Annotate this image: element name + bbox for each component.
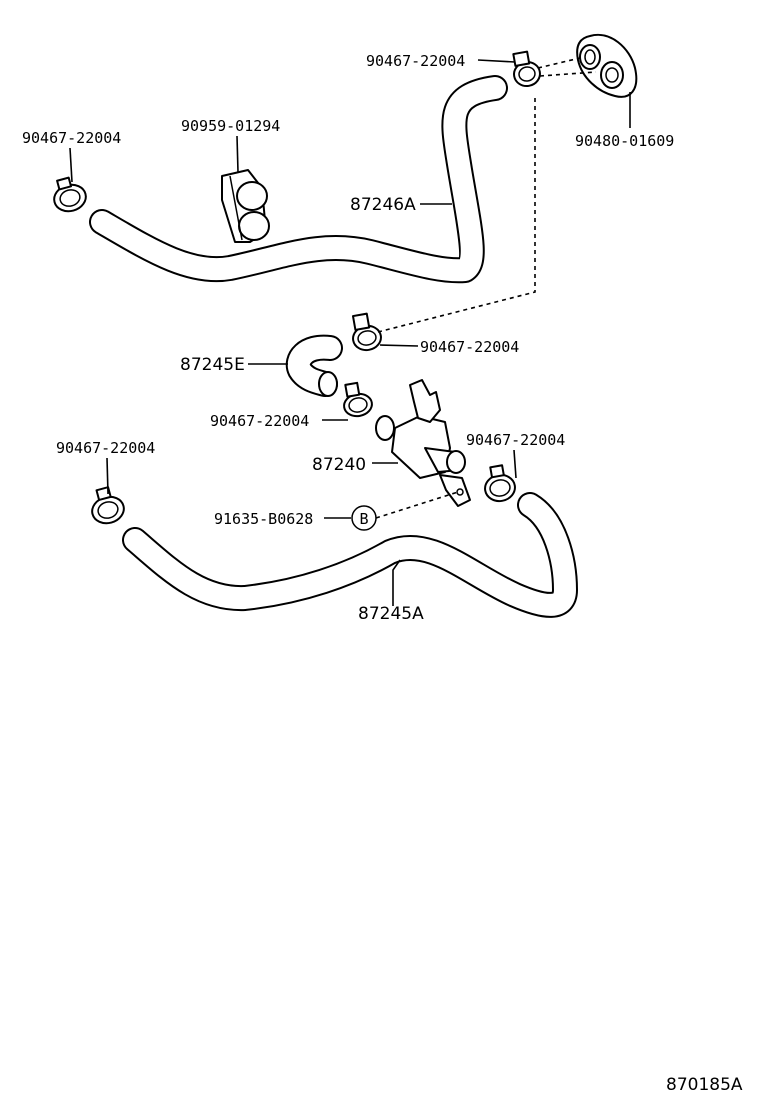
label-hose-short: 87245E — [180, 355, 245, 375]
label-clamp-mid-right: 90467-22004 — [420, 338, 519, 356]
clamp-top — [512, 50, 541, 88]
water-valve — [375, 379, 471, 507]
clamp-left-top — [53, 176, 87, 213]
label-grommet: 90480-01609 — [575, 132, 674, 150]
label-clamp-top: 90467-22004 — [366, 52, 465, 70]
dashed-lines — [375, 57, 597, 519]
leader-lines — [69, 59, 631, 606]
hose-87246a — [89, 75, 508, 284]
hose-87245e — [285, 334, 343, 397]
clamp-mid-right — [351, 312, 382, 352]
bolt-ref-circle: B — [351, 505, 377, 531]
label-valve: 87240 — [312, 455, 366, 475]
label-bolt: 91635-B0628 — [214, 510, 313, 528]
label-clamp-valve-right: 90467-22004 — [466, 431, 565, 449]
hose-87245a — [122, 492, 578, 618]
clamp-left-lower — [91, 486, 125, 525]
bolt-ref-letter: B — [359, 510, 368, 528]
grommet — [576, 33, 638, 98]
figure-id: 870185A — [666, 1075, 743, 1095]
clamp-valve-left — [343, 381, 373, 418]
label-hose-clamp-holder: 90959-01294 — [181, 117, 280, 135]
label-hose-lower: 87245A — [358, 604, 424, 624]
label-clamp-valve-left: 90467-22004 — [210, 412, 309, 430]
clamp-valve-right — [484, 464, 516, 503]
hose-clamp-holder — [221, 169, 270, 243]
label-clamp-left-top: 90467-22004 — [22, 129, 121, 147]
label-hose-upper: 87246A — [350, 195, 416, 215]
label-clamp-left-lower: 90467-22004 — [56, 439, 155, 457]
